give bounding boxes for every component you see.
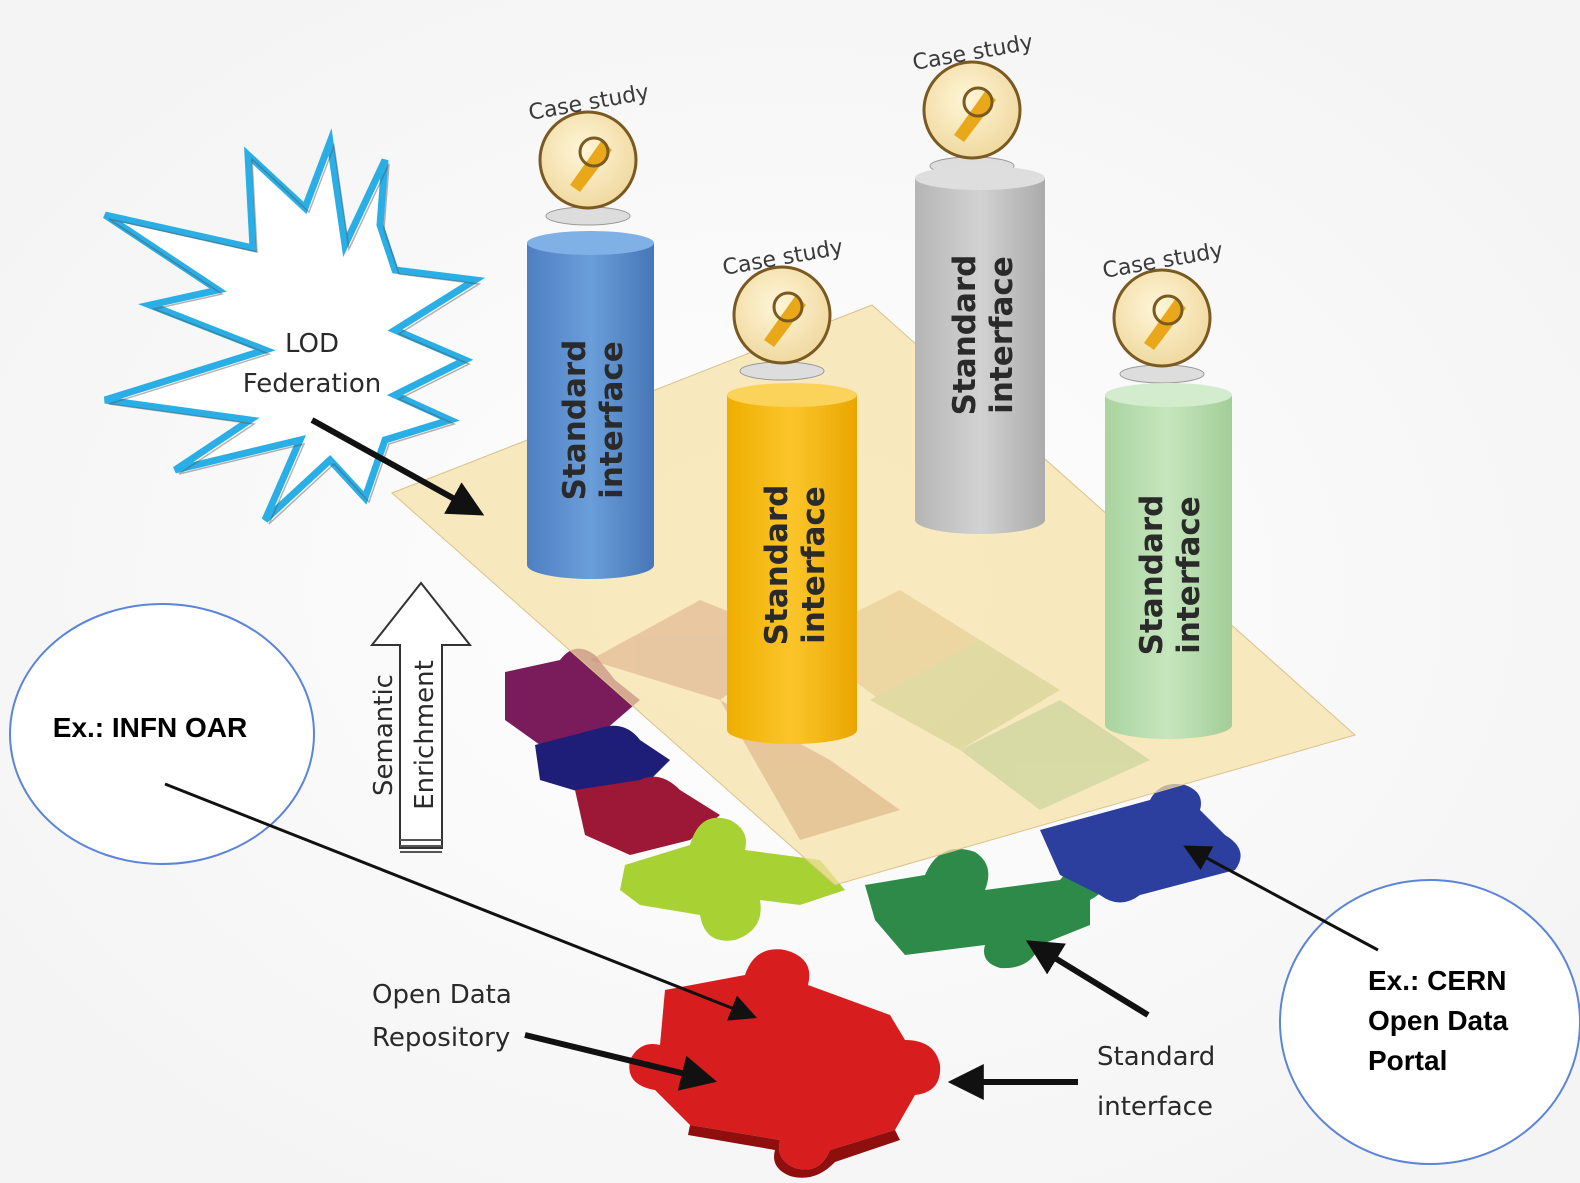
lod-label-line2: Federation (243, 369, 381, 399)
pillar-gray: Standard interface (915, 166, 1045, 534)
cern-callout (1279, 879, 1580, 1165)
maroon-piece (575, 776, 720, 855)
open-data-label-line2: Repository (372, 1023, 510, 1053)
pillar-gray-line1: Standard (947, 255, 983, 416)
pillar-gray-line2: interface (984, 256, 1020, 414)
pillar-blue-line1: Standard (557, 340, 593, 501)
open-data-arrow (524, 1032, 717, 1091)
red-piece-shadow (688, 1125, 900, 1178)
pillar-orange: Standard interface (727, 383, 857, 744)
cern-label-line1: Ex.: CERN (1368, 965, 1506, 996)
blue-piece (1040, 784, 1241, 903)
pillar-blue: Standard interface (527, 231, 654, 579)
pillar-blue-line2: interface (594, 341, 630, 499)
semantic-enrichment-arrow: Semantic Enrichment (369, 581, 473, 853)
semantic-label-line1: Semantic (369, 674, 399, 796)
lod-label-line1: LOD (285, 329, 339, 359)
pillar-green-line1: Standard (1134, 495, 1170, 656)
infn-arrow (164, 782, 758, 1021)
standard-interface-bottom-line1: Standard (1097, 1042, 1215, 1072)
cern-label-line2: Open Data (1368, 1005, 1508, 1036)
lod-federation-starburst: LOD Federation (103, 128, 486, 525)
infn-callout (9, 603, 315, 865)
open-data-label-line1: Open Data (372, 980, 512, 1010)
pillar-green-line2: interface (1171, 496, 1207, 654)
pillar-orange-line1: Standard (759, 485, 795, 646)
pillar-orange-line2: interface (796, 486, 832, 644)
red-piece (629, 949, 941, 1170)
puzzle-pieces (505, 648, 1241, 1178)
case-study-badge-orange: Case study (721, 235, 845, 381)
green-piece (865, 848, 1104, 969)
lod-arrow (310, 417, 485, 516)
cern-arrow (1183, 845, 1379, 952)
pillar-green: Standard interface (1105, 383, 1232, 740)
standard-interface-bottom-line2: interface (1097, 1092, 1213, 1122)
lime-piece (620, 817, 845, 941)
infn-label: Ex.: INFN OAR (53, 712, 247, 743)
cern-label-line3: Portal (1368, 1045, 1447, 1076)
standard-interface-arrow-up (1025, 940, 1150, 1018)
case-study-badges: Case study Case study Case study Case st… (527, 30, 1225, 384)
navy-piece (535, 725, 670, 795)
semantic-label-line2: Enrichment (410, 660, 440, 810)
